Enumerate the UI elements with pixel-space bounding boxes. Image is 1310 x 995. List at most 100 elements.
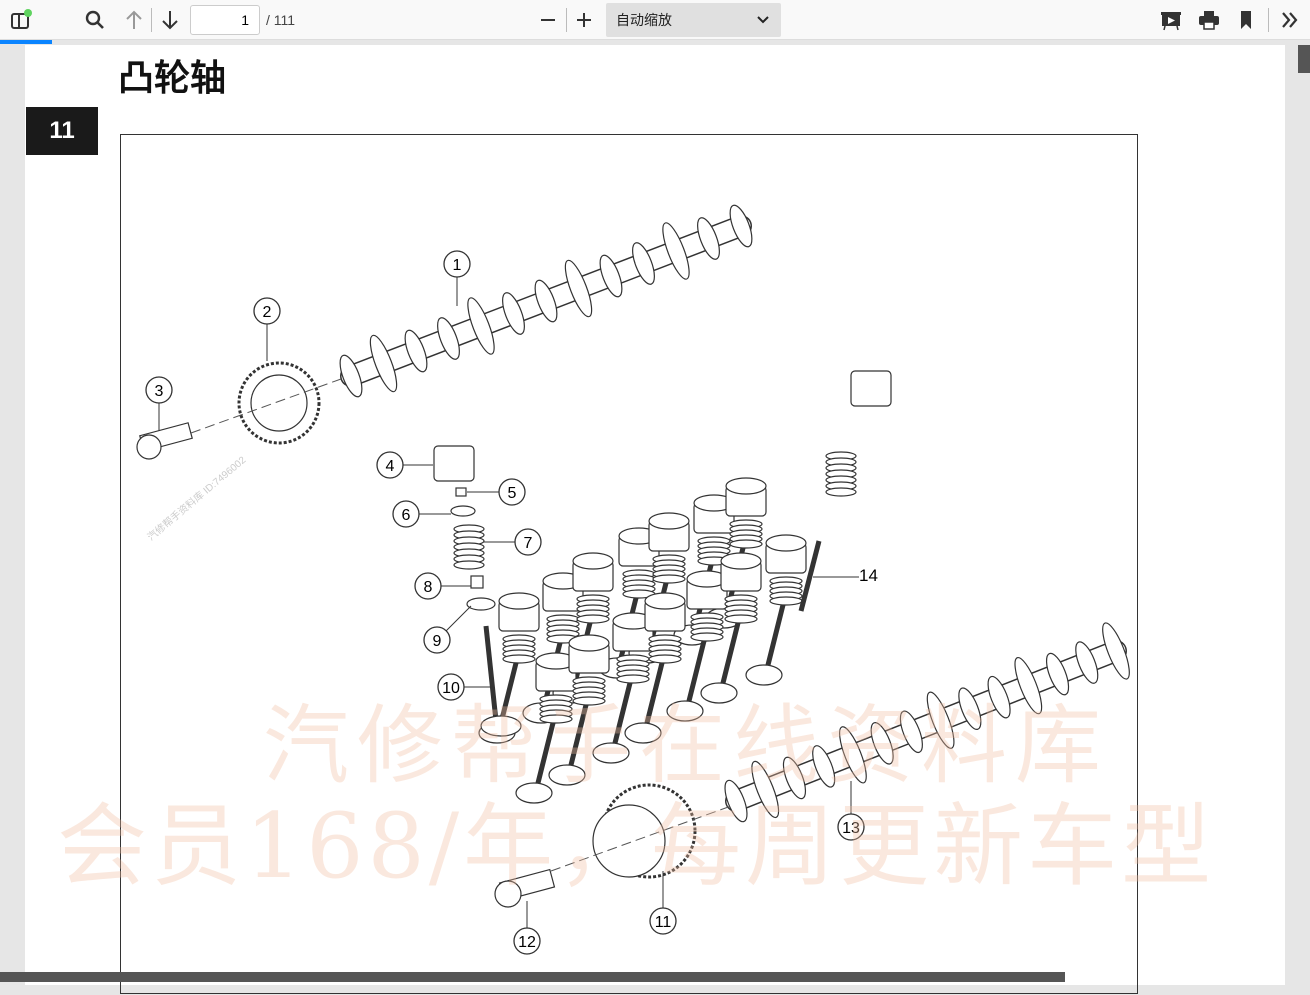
intake-camshaft-lobe [697, 217, 720, 260]
intake-camshaft-lobe [729, 204, 753, 248]
search-icon [85, 10, 104, 29]
gear-bolt-head [136, 434, 162, 460]
page-title: 凸轮轴 [118, 58, 227, 99]
chapter-number: 11 [26, 107, 98, 155]
bookmark-icon [1241, 11, 1251, 29]
presentation-mode-button[interactable] [1157, 6, 1185, 34]
callout-2: 2 [263, 304, 272, 321]
valve-head [548, 764, 586, 786]
next-page-button[interactable] [156, 6, 184, 34]
tools-menu-button[interactable] [1276, 6, 1304, 34]
vvt-phaser [592, 804, 666, 878]
valve-spring [572, 696, 606, 706]
valve-head [666, 700, 704, 722]
intake-camshaft-lobe [369, 334, 398, 393]
arrow-up-icon [126, 10, 142, 29]
callout-6: 6 [402, 507, 411, 524]
shim-5 [455, 487, 467, 497]
valve-stem [763, 592, 789, 674]
callout-14: 14 [859, 566, 878, 585]
valve-head [515, 782, 553, 804]
previous-page-button[interactable] [120, 6, 148, 34]
valve-spring [502, 654, 536, 664]
tappet-top [644, 592, 686, 610]
valve-10-head [480, 715, 522, 737]
tappet-top [765, 534, 807, 552]
callout-12: 12 [518, 934, 536, 951]
tappet-top [572, 552, 614, 570]
exhaust-camshaft-lobe [1102, 622, 1130, 680]
callout-13: 13 [842, 820, 860, 837]
zoom-out-icon [541, 19, 555, 21]
spring-7 [453, 560, 485, 570]
callout-circle [443, 250, 471, 278]
zoom-in-button[interactable] [570, 6, 598, 34]
exhaust-camshaft-lobe [724, 779, 748, 823]
exhaust-camshaft-lobe [782, 756, 807, 800]
valve-14 [798, 540, 822, 612]
tappet-top [568, 634, 610, 652]
valve-10 [483, 625, 499, 722]
exhaust-camshaft-lobe [1075, 641, 1099, 684]
page-number-input[interactable]: 1 [190, 5, 260, 35]
search-button[interactable] [80, 6, 110, 34]
valve-stem [642, 650, 668, 732]
vertical-scrollbar[interactable] [1298, 45, 1310, 73]
zoom-out-button[interactable] [534, 6, 562, 34]
horizontal-scrollbar[interactable] [0, 972, 1065, 982]
callout-3: 3 [155, 383, 164, 400]
phaser-bolt-head [494, 880, 522, 908]
exhaust-camshaft-lobe [958, 687, 982, 730]
intake-camshaft-lobe [632, 242, 655, 285]
callout-circle [837, 813, 865, 841]
tappet-top [725, 477, 767, 495]
callout-circle [649, 907, 677, 935]
sidebar-toggle-button[interactable] [6, 6, 36, 34]
tappet-14 [850, 370, 892, 407]
double-chevron-right-icon [1282, 12, 1298, 28]
loading-progress-bar [0, 40, 52, 44]
callout-circle [253, 297, 281, 325]
small-watermark: 汽修帮手资料库 ID:7496002 [145, 453, 249, 543]
callout-4: 4 [386, 458, 395, 475]
valve-stem [718, 610, 744, 692]
print-button[interactable] [1195, 6, 1223, 34]
callout-circle [376, 451, 404, 479]
callout-8: 8 [424, 579, 433, 596]
exhaust-camshaft-lobe [1045, 652, 1070, 696]
exhaust-camshaft-lobe [839, 726, 867, 784]
washer-9 [466, 597, 496, 611]
callout-7: 7 [524, 535, 533, 552]
valve-spring [690, 632, 724, 642]
watermark-line-2: 会员168/年，每周更新车型 [57, 794, 1216, 899]
callout-1: 1 [453, 257, 462, 274]
callout-circle [513, 927, 541, 955]
callout-10: 10 [442, 680, 460, 697]
spring-14 [825, 487, 857, 497]
zoom-select[interactable]: 自动缩放 [606, 3, 781, 37]
callout-5: 5 [508, 485, 517, 502]
valve-spring [539, 714, 573, 724]
valve-spring [769, 596, 803, 606]
axis-line [550, 805, 732, 872]
callout-circle [498, 478, 526, 506]
callout-circle [145, 376, 173, 404]
intake-camshaft-lobe [467, 297, 495, 355]
exhaust-camshaft-lobe [870, 722, 894, 765]
bookmark-button[interactable] [1233, 6, 1259, 34]
exhaust-camshaft-lobe [987, 675, 1011, 719]
chevron-down-icon [757, 16, 769, 24]
callout-circle [514, 528, 542, 556]
presentation-icon [1161, 12, 1181, 31]
intake-camshaft-lobe [534, 279, 558, 323]
callout-11: 11 [655, 914, 672, 931]
zoom-value: 自动缩放 [616, 12, 672, 28]
valve-spring [729, 539, 763, 549]
valve-stem [566, 692, 592, 774]
intake-camshaft-lobe [339, 354, 363, 398]
callout-circle [392, 500, 420, 528]
callout-circle [437, 673, 465, 701]
intake-camshaft-lobe [599, 254, 623, 298]
